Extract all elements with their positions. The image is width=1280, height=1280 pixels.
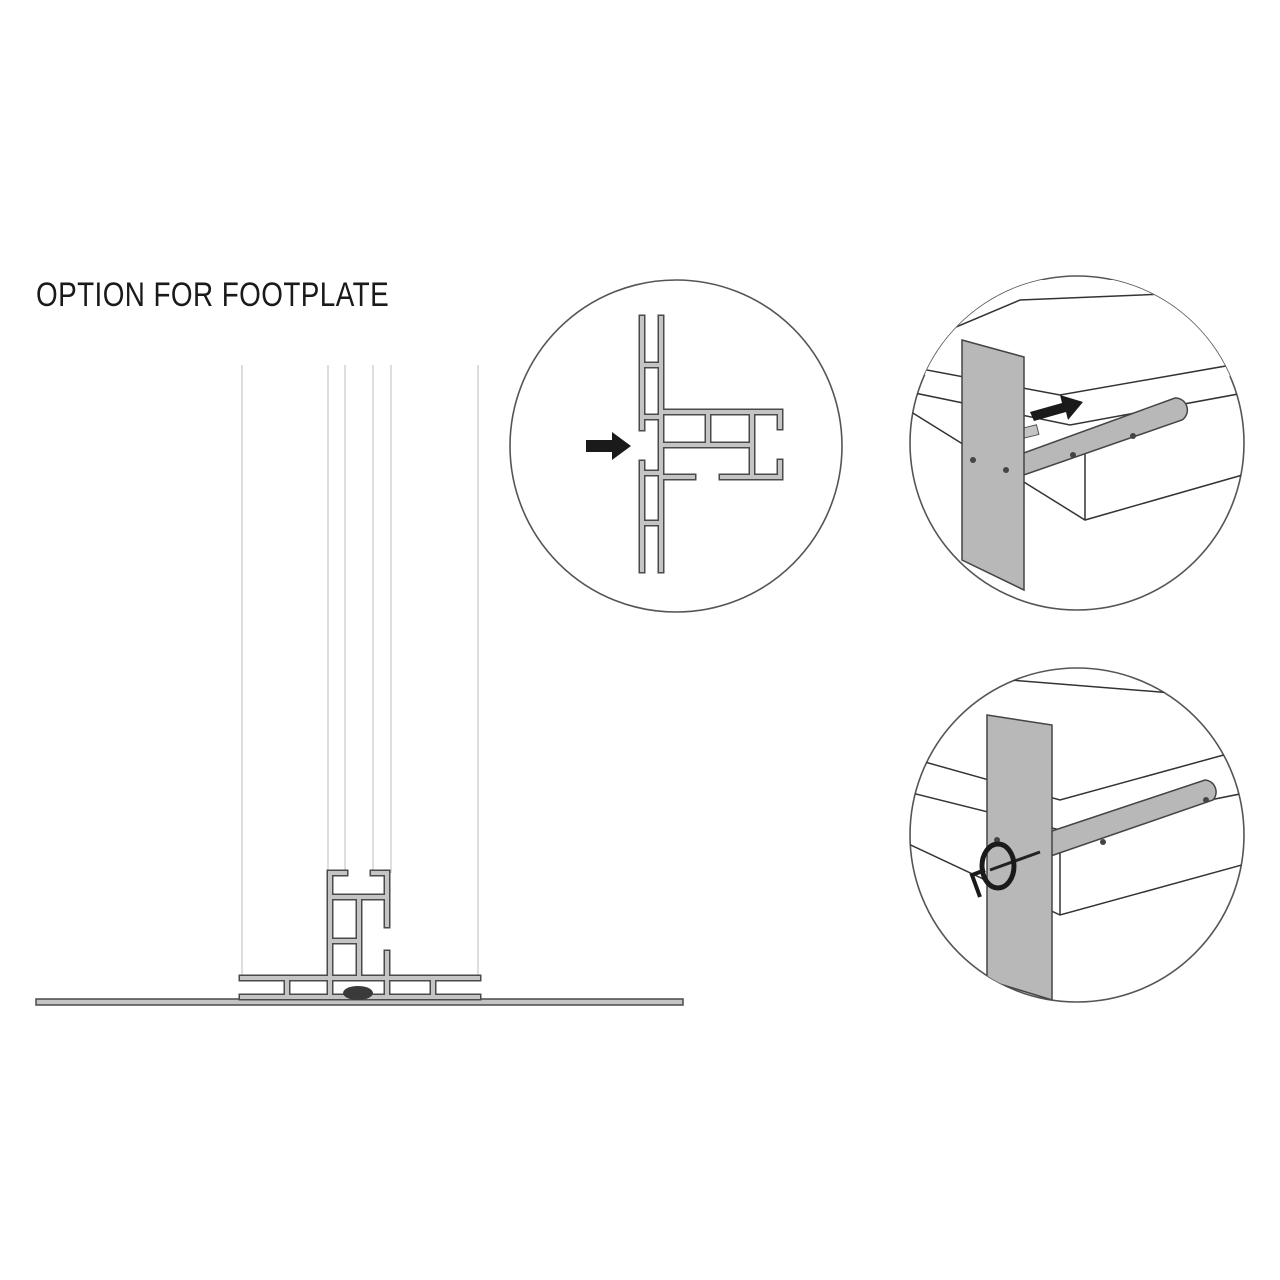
diagram-title: OPTION FOR FOOTPLATE [36,276,390,314]
footplate-section [35,365,684,1006]
connector-bar [1039,779,1217,859]
arrow-right-icon [586,432,631,460]
connector-bar [1009,397,1189,479]
panel-plate [961,339,1025,592]
footplate-profile [240,871,480,999]
detail-circle-insert [909,275,1245,611]
detail-circle-fasten [909,667,1245,1003]
panel-plate [986,714,1053,1002]
guide-lines [241,365,479,978]
arrow-right-icon [1030,395,1083,421]
detail-circle-joint [509,279,843,613]
hex-key-icon [979,841,1017,891]
screw-head-icon [343,986,373,1000]
